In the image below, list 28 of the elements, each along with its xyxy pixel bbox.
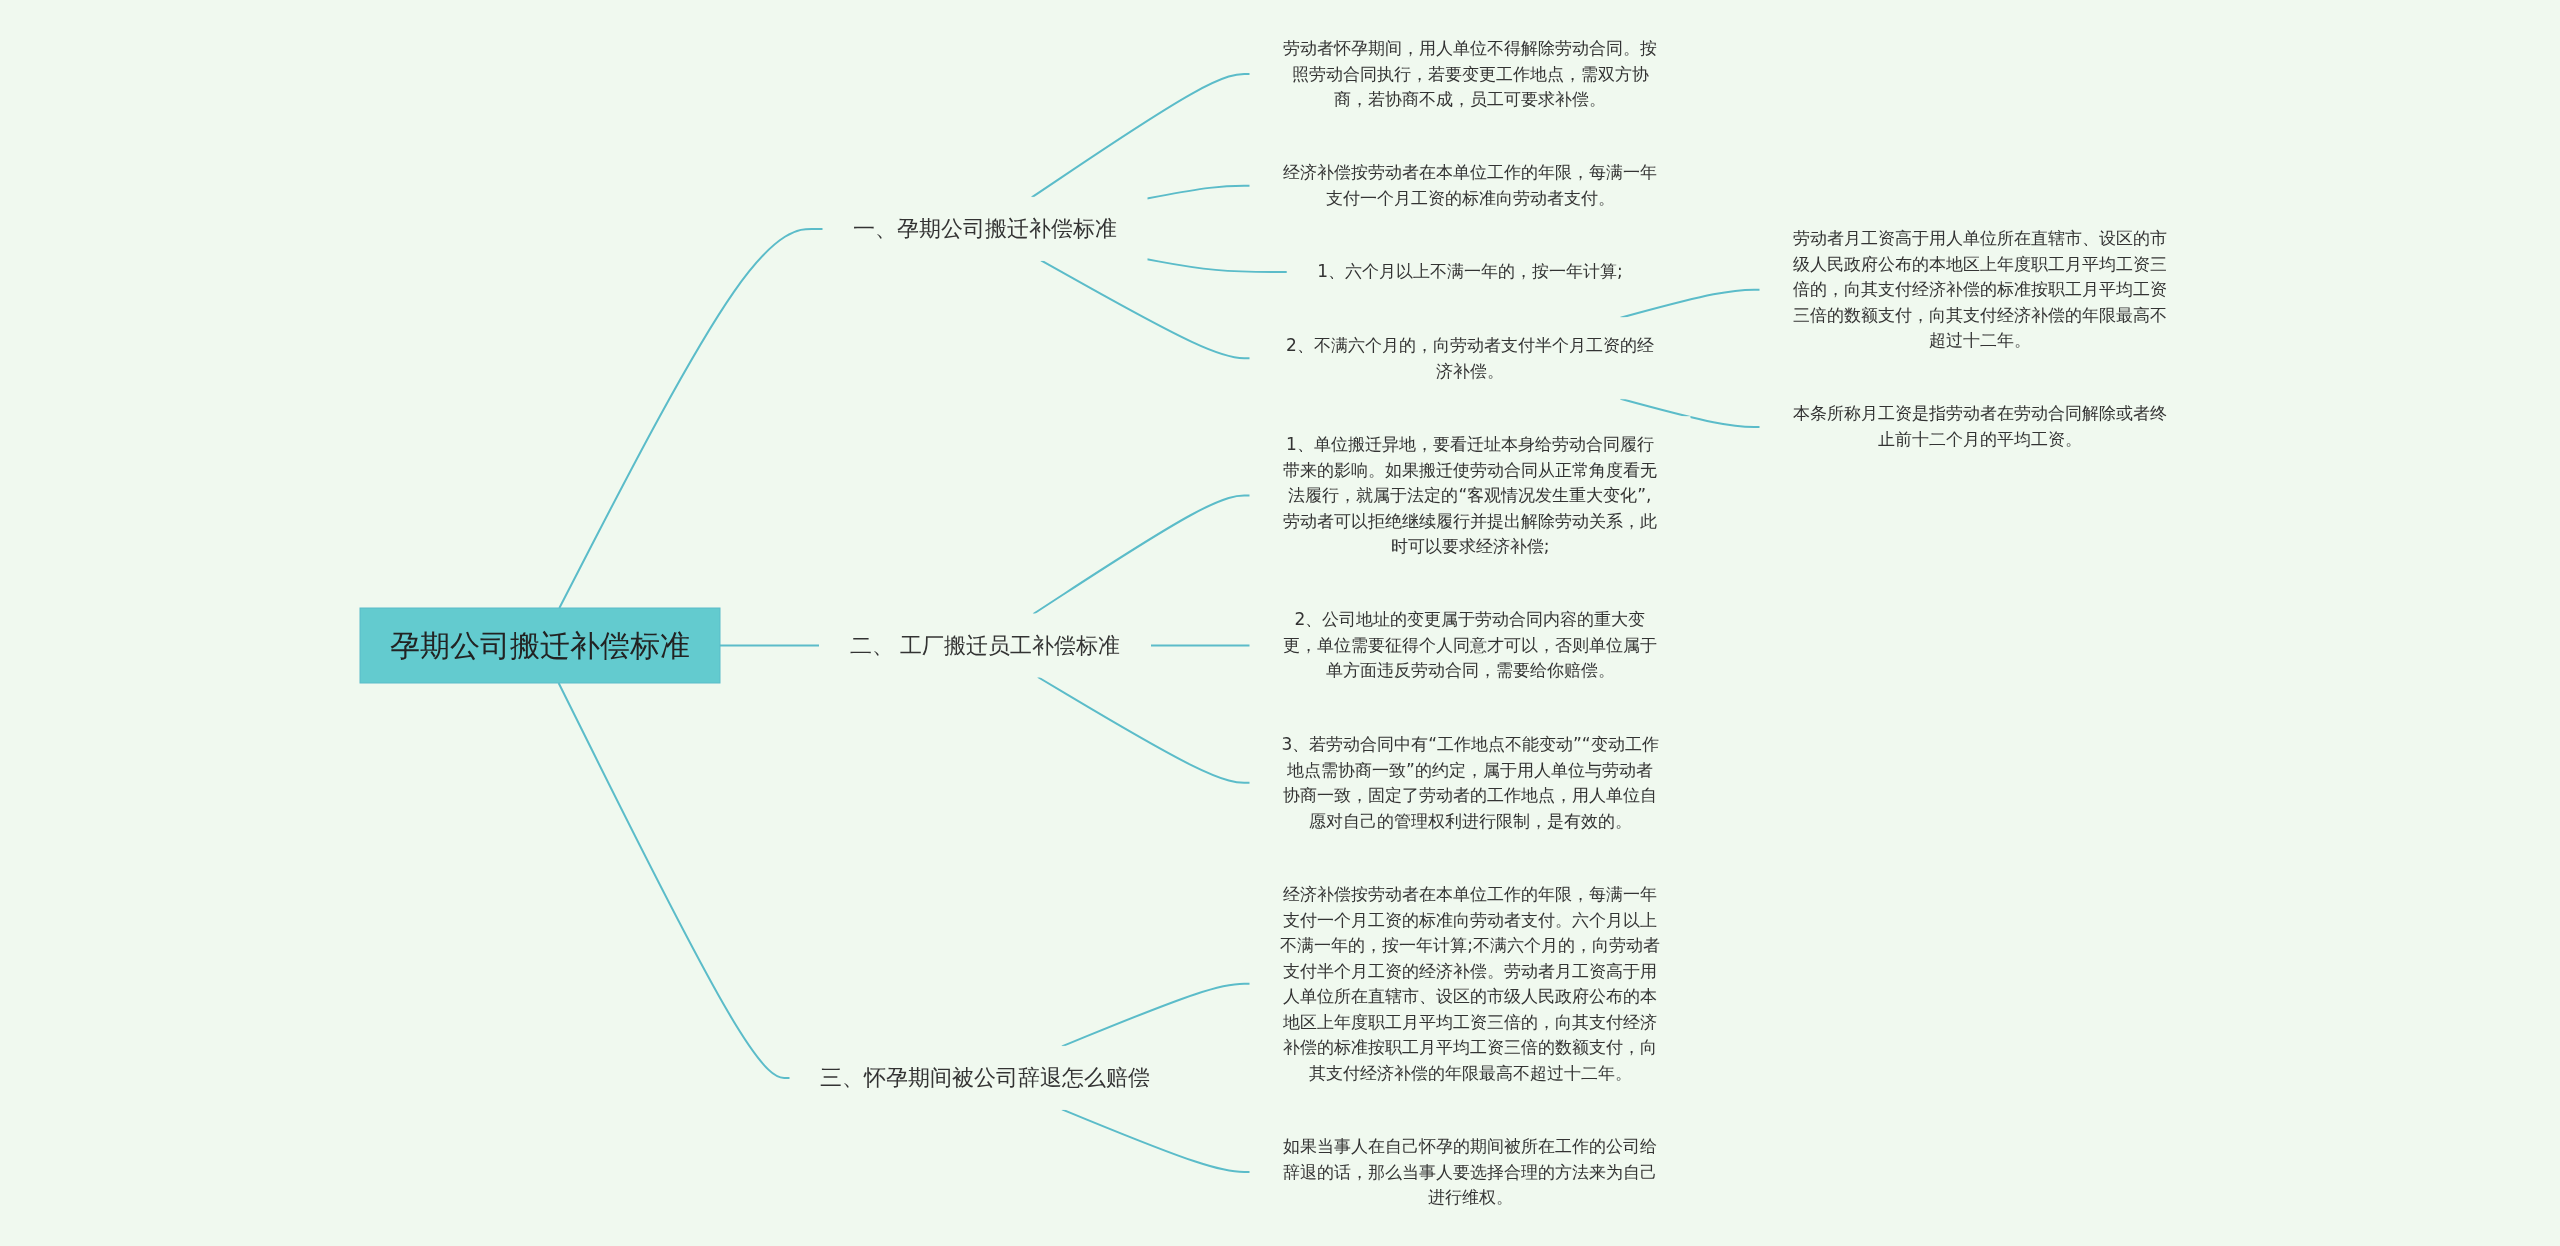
node-text: 经济补偿按劳动者在本单位工作的年限，每满一年支付一个月工资的标准向劳动者支付。	[1283, 162, 1657, 208]
node-text: 1、单位搬迁异地，要看迁址本身给劳动合同履行带来的影响。如果搬迁使劳动合同从正常角度看无法履行，就属于法定的“客观情况发生重大变化”,劳动者可以拒绝继续履行并提出解除劳动关系，此时可以要求经济补偿;	[1283, 433, 1657, 556]
connector	[558, 227, 824, 609]
node-text: 劳动者怀孕期间，用人单位不得解除劳动合同。按照劳动合同执行，若要变更工作地点，需双方协商，若协商不成，员工可要求补偿。	[1283, 37, 1657, 109]
connector	[1149, 644, 1251, 647]
node-text: 1、六个月以上不满一年的，按一年计算;	[1317, 261, 1623, 282]
connector	[1040, 259, 1251, 360]
connector	[1619, 397, 1761, 428]
connector	[1060, 1108, 1251, 1173]
connector	[1146, 258, 1289, 273]
node-text: 一、孕期公司搬迁补偿标准	[853, 216, 1117, 242]
connector	[1030, 73, 1251, 199]
connector	[1036, 676, 1251, 784]
node-text: 3、若劳动合同中有“工作地点不能变动”“变动工作地点需协商一致”的约定，属于用人单位与劳动者协商一致，固定了劳动者的工作地点，用人单位自愿对自己的管理权利进行限制，是有效的。	[1281, 733, 1659, 831]
node-text: 如果当事人在自己怀孕的期间被所在工作的公司给辞退的话，那么当事人要选择合理的方法来为自己进行维权。	[1283, 1135, 1657, 1207]
connector	[557, 682, 791, 1079]
node-text: 三、怀孕期间被公司辞退怎么赔偿	[820, 1065, 1150, 1091]
node-box: 孕期公司搬迁补偿标准	[359, 607, 721, 684]
connector	[1060, 982, 1251, 1048]
node-text: 本条所称月工资是指劳动者在劳动合同解除或者终止前十二个月的平均工资。	[1793, 403, 2167, 449]
connector	[1146, 184, 1251, 200]
node-text: 经济补偿按劳动者在本单位工作的年限，每满一年支付一个月工资的标准向劳动者支付。六个月以上不满一年的，按一年计算;不满六个月的，向劳动者支付半个月工资的经济补偿。劳动者月工资高于用人单位所在直辖市、设区的市级人民政府公布的本地区上年度职工月平均工资三倍的，向其支付经济补偿的标准按职工月平均工资三倍的数额支付，向其支付经济补偿的年限最高不超过十二年。	[1280, 883, 1660, 1083]
node-text: 二、 工厂搬迁员工补偿标准	[849, 633, 1121, 658]
connector	[1032, 494, 1251, 615]
node-text: 劳动者月工资高于用人单位所在直辖市、设区的市级人民政府公布的本地区上年度职工月平均工资三倍的，向其支付经济补偿的标准按职工月平均工资三倍的数额支付，向其支付经济补偿的年限最高不超过十二年。	[1793, 227, 2167, 350]
node-text: 2、公司地址的变更属于劳动合同内容的重大变更，单位需要征得个人同意才可以，否则单位属于单方面违反劳动合同，需要给你赔偿。	[1283, 609, 1657, 681]
connector	[719, 644, 821, 647]
node-text: 2、不满六个月的，向劳动者支付半个月工资的经济补偿。	[1286, 334, 1654, 381]
